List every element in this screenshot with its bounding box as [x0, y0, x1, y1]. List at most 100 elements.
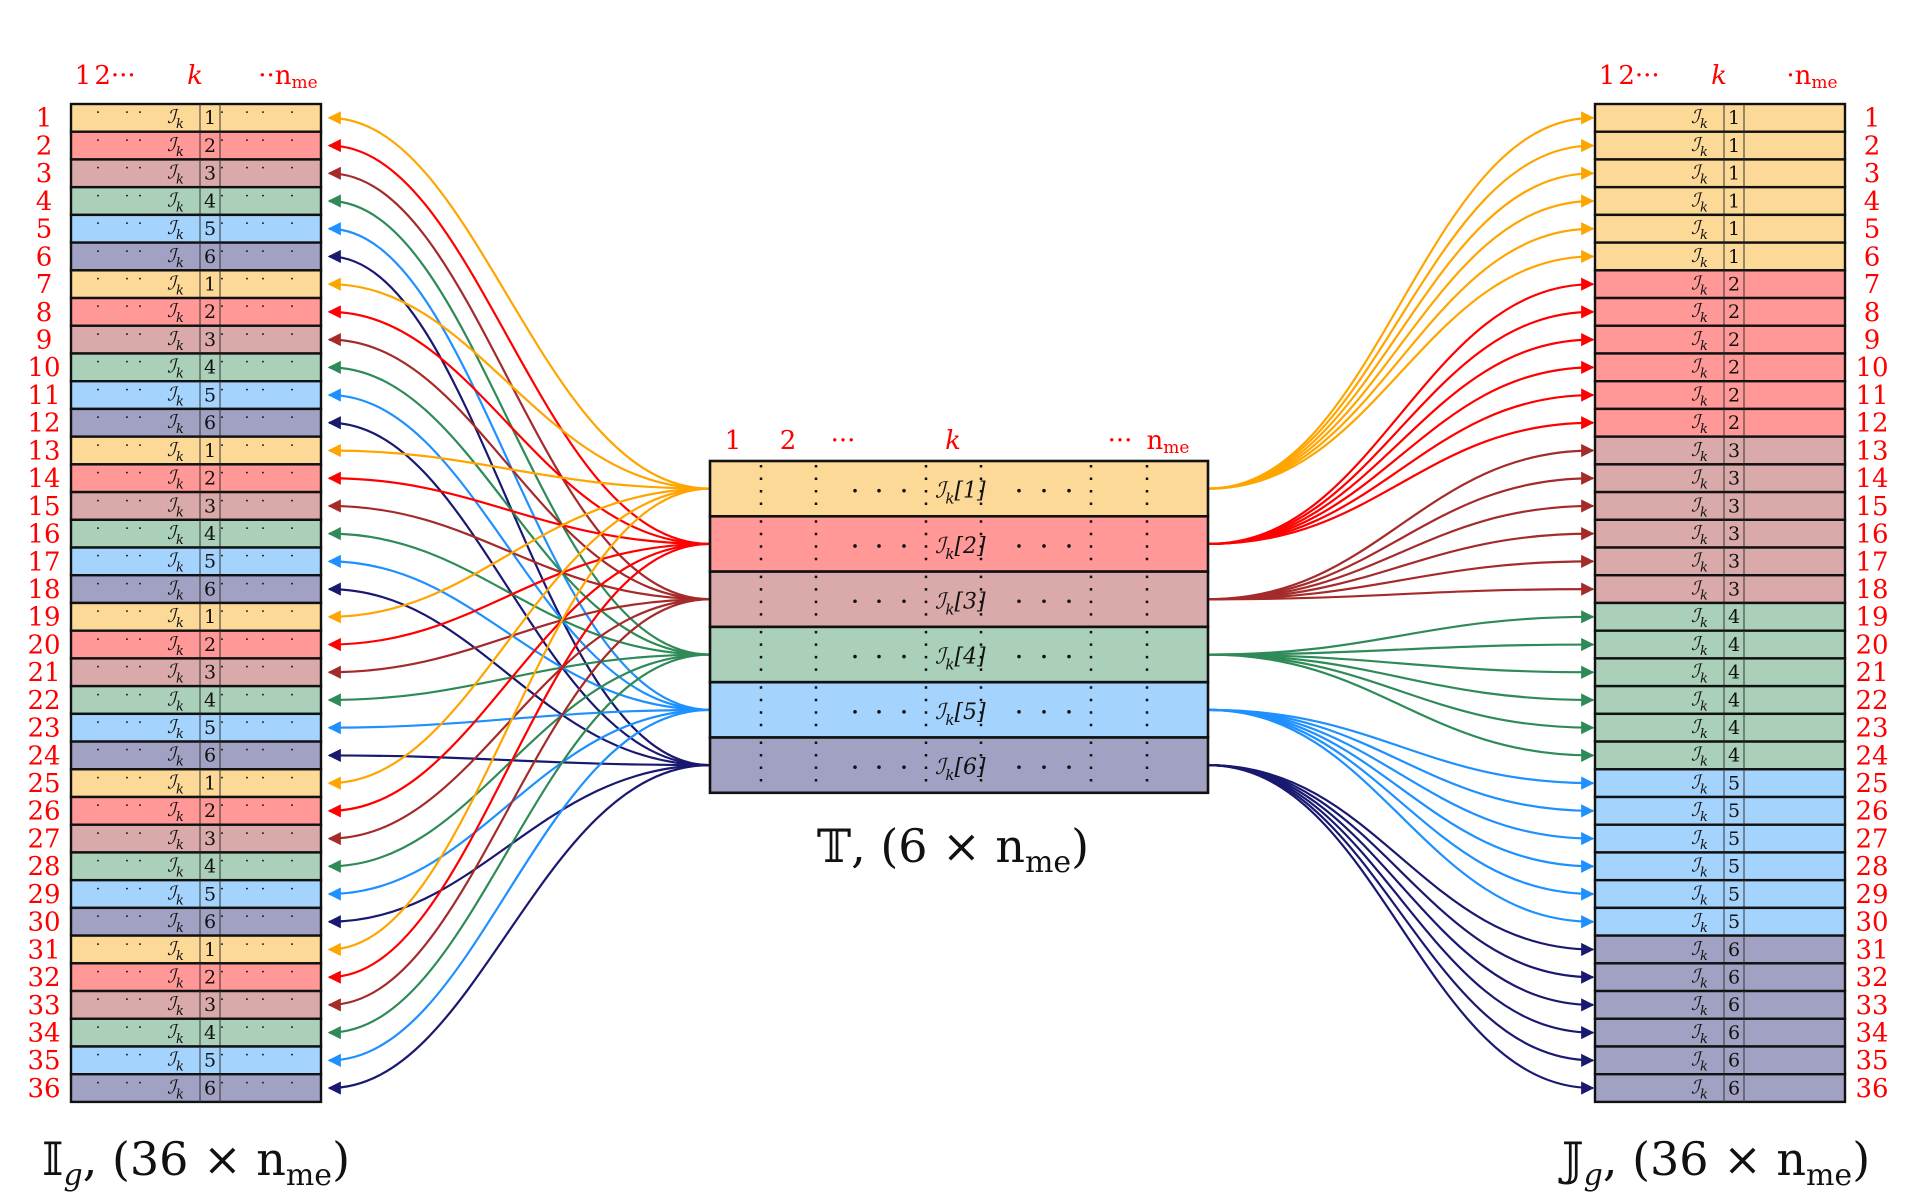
dot: · — [138, 881, 142, 897]
dot: · — [245, 521, 249, 537]
row-cell — [69, 490, 323, 521]
mapping-arrow-right — [1207, 305, 1595, 546]
dot — [877, 544, 881, 548]
dot — [1042, 710, 1046, 714]
mapping-arrow-right — [1207, 277, 1595, 546]
mapping-arrow-right — [1207, 111, 1595, 490]
cell-index: 2 — [1728, 384, 1740, 406]
row-number-label: 12 — [27, 409, 60, 439]
text-span: k — [176, 394, 184, 409]
row-cell — [1593, 823, 1847, 854]
row-cell — [69, 1045, 323, 1076]
row-cell — [69, 878, 323, 910]
dot: · — [245, 355, 249, 371]
dot: · — [261, 133, 265, 149]
row-cell — [1593, 324, 1847, 355]
row-cell — [69, 962, 323, 993]
mapping-arrow-left — [327, 542, 711, 652]
dot: · — [245, 798, 249, 814]
row-cell — [69, 601, 323, 632]
text-span: k — [176, 311, 184, 326]
dot: · — [96, 909, 100, 925]
row-number-label: 29 — [27, 880, 60, 910]
text-span: k — [176, 644, 184, 659]
column-header: k — [1711, 61, 1727, 91]
dot: · — [261, 604, 265, 620]
cell-index: 4 — [204, 856, 216, 878]
dot: · — [290, 992, 294, 1008]
dot: · — [138, 604, 142, 620]
mapping-arrow-right — [1207, 708, 1595, 818]
dot: · — [96, 549, 100, 565]
row-cell — [69, 712, 323, 743]
mapping-arrow-left — [327, 277, 711, 490]
dot: · — [125, 188, 129, 204]
dot — [1017, 710, 1021, 714]
row-number-label: 24 — [27, 741, 60, 771]
text-span: k — [176, 949, 184, 964]
cell-index: 4 — [1728, 662, 1740, 684]
text-span: k — [176, 866, 184, 881]
cell-index: 2 — [204, 800, 216, 822]
text-span: k — [176, 367, 184, 382]
dot: · — [290, 826, 294, 842]
mapping-arrow-right — [1207, 708, 1595, 846]
text-span: me — [292, 73, 318, 93]
cell-index: 5 — [204, 551, 216, 573]
dot: · — [125, 299, 129, 315]
cell-index: 6 — [204, 1077, 216, 1099]
dot: · — [138, 133, 142, 149]
text-span: k — [1700, 1004, 1708, 1019]
dot — [853, 488, 857, 493]
text-span: k — [1700, 173, 1708, 188]
row-cell — [1593, 684, 1847, 716]
dot: · — [96, 438, 100, 454]
dot: · — [220, 715, 224, 731]
cell-index: 5 — [204, 218, 216, 240]
text-span: k — [1700, 311, 1708, 326]
dot: · — [220, 1048, 224, 1064]
row-number-label: 10 — [27, 353, 60, 383]
dot: · — [290, 798, 294, 814]
column-header: 1 — [75, 61, 92, 91]
dot: · — [261, 272, 265, 288]
cell-index: 1 — [204, 939, 216, 961]
cell-index: 6 — [204, 578, 216, 600]
dot: · — [245, 299, 249, 315]
dot: · — [138, 327, 142, 343]
row-number-label: 7 — [1864, 270, 1881, 300]
dot: · — [245, 466, 249, 482]
dot: · — [138, 410, 142, 426]
cell-index: 2 — [204, 468, 216, 490]
mapping-arrow-left — [327, 487, 711, 957]
row-cell — [69, 435, 323, 466]
dot: · — [261, 965, 265, 981]
dot — [902, 544, 906, 548]
mapping-arrow-right — [1207, 610, 1595, 656]
dot: · — [138, 576, 142, 592]
dot: · — [220, 466, 224, 482]
cell-index: 2 — [204, 634, 216, 656]
dot: · — [245, 604, 249, 620]
cell-index: 3 — [204, 163, 216, 185]
row-cell — [1593, 130, 1847, 161]
cell-index: 6 — [204, 412, 216, 434]
text-span: k — [176, 284, 184, 299]
dot: · — [96, 604, 100, 620]
column-header: 2··· — [94, 61, 135, 91]
dot: · — [261, 382, 265, 398]
dot — [1017, 765, 1021, 769]
text-span: k — [176, 893, 184, 908]
cell-label: ℐk[2] — [935, 534, 986, 563]
dot: · — [125, 161, 129, 177]
text-span: ) — [1852, 1132, 1870, 1186]
text-span: k — [1700, 367, 1708, 382]
